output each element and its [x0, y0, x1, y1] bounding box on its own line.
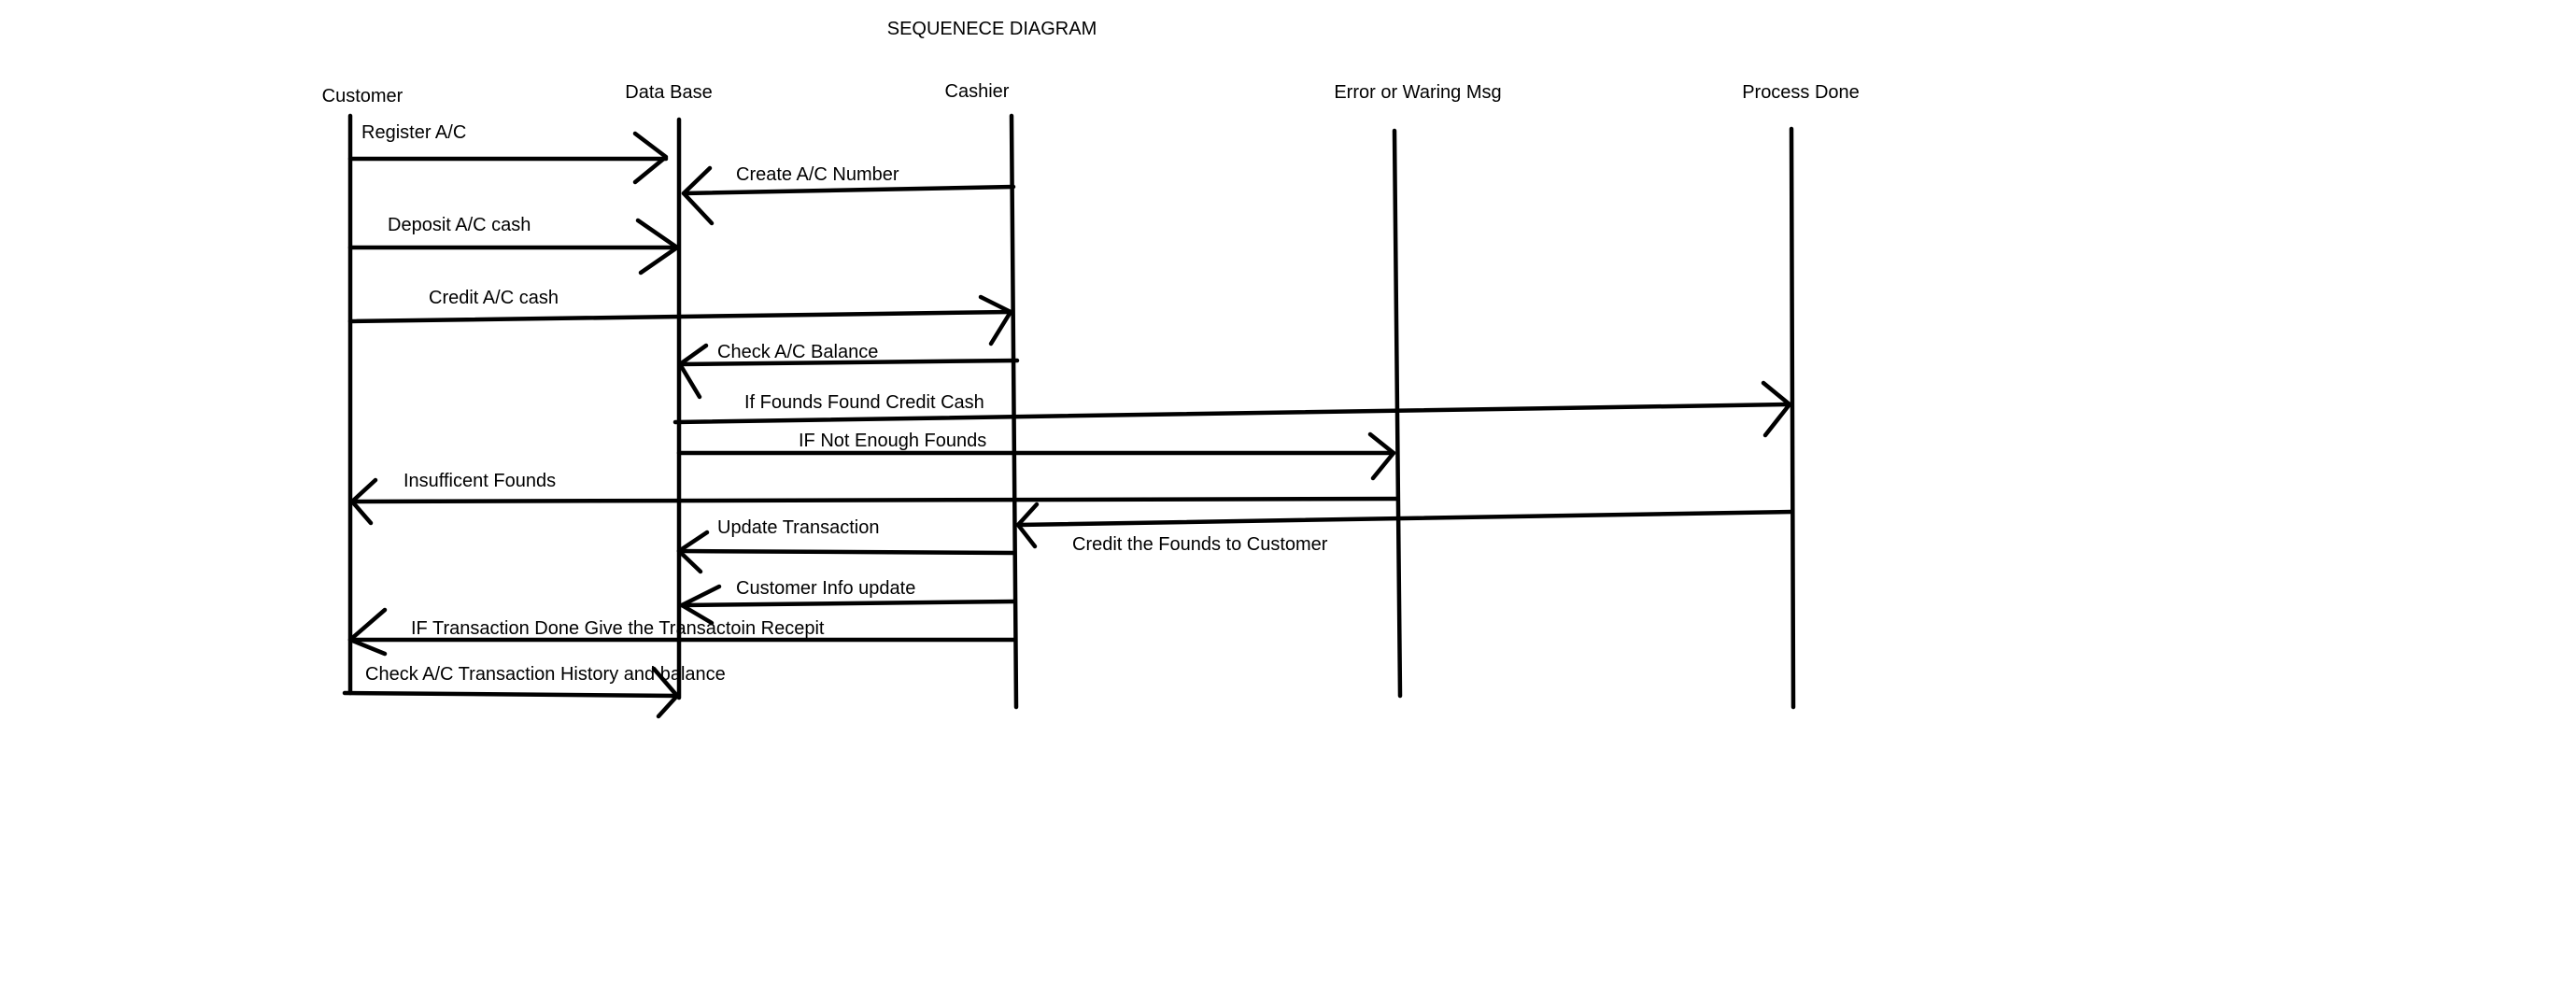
message-label: Create A/C Number — [736, 164, 899, 185]
lifelines — [347, 113, 1796, 710]
message-label: Customer Info update — [736, 578, 915, 599]
arrow-head-right — [978, 294, 1013, 346]
message-arrow-line — [1015, 509, 1794, 528]
message-arrow-line — [677, 358, 1020, 367]
arrow-head-left — [681, 165, 715, 226]
message-arrow-line — [349, 496, 1400, 504]
participant-database: Data Base — [625, 82, 712, 103]
arrow-head-right — [1761, 380, 1792, 438]
message-label: IF Transaction Done Give the Transactoin… — [411, 618, 825, 639]
lifeline-process-done — [1789, 126, 1796, 710]
message-arrow-line — [679, 599, 1017, 608]
message-customer-info-update: Customer Info update — [679, 578, 1017, 626]
arrow-head-left — [679, 584, 722, 626]
message-insufficent-founds: Insufficent Founds — [349, 471, 1400, 526]
message-label: If Founds Found Credit Cash — [744, 392, 984, 413]
arrow-head-left — [1015, 502, 1040, 549]
message-arrow-line — [342, 690, 680, 699]
participant-cashier: Cashier — [945, 81, 1010, 102]
message-if-founds-found-credit-cash: If Founds Found Credit Cash — [672, 380, 1792, 438]
diagram-title: SEQUENECE DIAGRAM — [887, 19, 1097, 39]
message-label: Deposit A/C cash — [388, 215, 531, 235]
arrow-head-left — [347, 607, 388, 657]
message-label: Credit the Founds to Customer — [1072, 534, 1328, 555]
message-arrow-line — [347, 309, 1013, 324]
message-label: Credit A/C cash — [429, 288, 559, 308]
message-arrow-line — [672, 402, 1792, 425]
message-credit-ac-cash: Credit A/C cash — [347, 288, 1013, 346]
message-register-ac: Register A/C — [347, 122, 669, 185]
message-credit-the-founds-to-customer: Credit the Founds to Customer — [1015, 502, 1794, 555]
message-label: Update Transaction — [717, 517, 879, 538]
arrow-head-right — [632, 131, 669, 185]
message-label: Insufficent Founds — [403, 471, 556, 491]
arrow-head-left — [677, 343, 709, 400]
message-label: Check A/C Balance — [717, 342, 878, 362]
message-arrow-line — [676, 548, 1017, 556]
message-create-ac-number: Create A/C Number — [681, 164, 1016, 226]
lifeline-error — [1392, 128, 1403, 699]
arrow-head-left — [676, 530, 710, 574]
message-if-not-enough-founds: IF Not Enough Founds — [676, 431, 1396, 481]
participant-error: Error or Waring Msg — [1334, 82, 1501, 103]
message-label: IF Not Enough Founds — [799, 431, 986, 451]
message-check-ac-balance: Check A/C Balance — [677, 342, 1020, 400]
message-label: Register A/C — [361, 122, 466, 143]
arrow-head-right — [651, 666, 680, 719]
lifeline-cashier — [1009, 113, 1019, 710]
arrow-head-right — [1367, 431, 1396, 481]
arrow-head-right — [635, 218, 680, 276]
arrow-head-left — [349, 477, 378, 526]
message-update-transaction: Update Transaction — [676, 517, 1017, 574]
message-transaction-receipt: IF Transaction Done Give the Transactoin… — [347, 607, 1017, 657]
message-arrow-line — [681, 184, 1016, 196]
message-deposit-ac-cash: Deposit A/C cash — [347, 215, 680, 276]
message-label: Check A/C Transaction History and balanc… — [365, 664, 726, 685]
participant-process-done: Process Done — [1742, 82, 1860, 103]
participant-customer: Customer — [322, 86, 403, 106]
message-check-transaction-history: Check A/C Transaction History and balanc… — [342, 664, 726, 719]
